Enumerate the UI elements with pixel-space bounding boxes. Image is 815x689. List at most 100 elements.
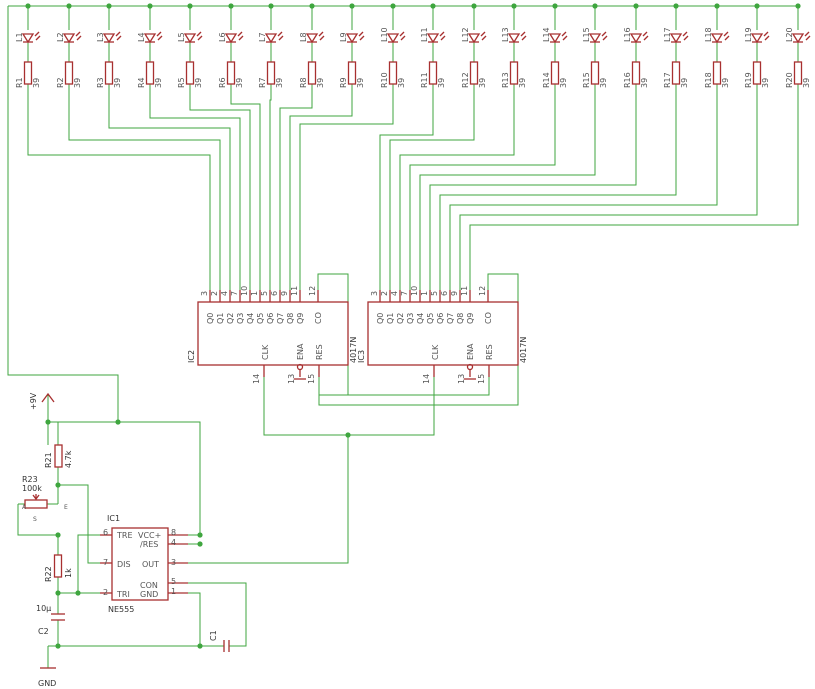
- counter-pin-label: Q2: [226, 313, 235, 324]
- counter-pin-label: Q4: [246, 313, 255, 324]
- counter-ic-part: 4017N: [519, 337, 528, 363]
- counter-pin-label: Q1: [386, 313, 395, 324]
- counter-output-trace: [68, 96, 221, 290]
- con-trace: [188, 582, 247, 647]
- counter-output-trace: [399, 96, 515, 290]
- led-light-arrow: [561, 31, 567, 37]
- counter-res-label: RES: [485, 344, 494, 360]
- resistor-label: R13: [501, 72, 510, 88]
- counter-pin-label: Q5: [256, 313, 265, 324]
- timer-labels: IC1 NE555 TRE VCC+ /RES DIS OUT CON TRI …: [103, 514, 176, 614]
- junction-dot: [633, 3, 639, 9]
- resistor-value: 39: [235, 78, 244, 88]
- resistor-value: 39: [356, 78, 365, 88]
- resistor-value: 39: [73, 78, 82, 88]
- led-light-arrow: [197, 35, 203, 41]
- resistor-value: 39: [275, 78, 284, 88]
- resistor-label: R17: [663, 72, 672, 88]
- counter-ena-label: ENA: [466, 343, 475, 360]
- counter-output-trace: [189, 96, 251, 290]
- counter-pin-label: Q6: [436, 313, 445, 324]
- counter-output-trace: [389, 96, 475, 290]
- resistor-label: R7: [258, 77, 267, 88]
- resistor-label: R10: [380, 72, 389, 88]
- ic1-num-6: 6: [103, 528, 108, 537]
- counter-ic-name: IC2: [187, 350, 196, 363]
- junction-dot: [66, 3, 72, 9]
- counter-pin-number: 10: [410, 286, 419, 296]
- counter-ic-body: [197, 301, 349, 366]
- counter-ena-label: ENA: [296, 343, 305, 360]
- counter-pin-number: 11: [460, 286, 469, 296]
- led-label: L4: [137, 32, 146, 42]
- resistor-label: R18: [704, 72, 713, 88]
- led-label: L15: [582, 27, 591, 42]
- tre-trace: [77, 534, 100, 593]
- carry-out-trace: [317, 273, 349, 396]
- junction-dot: [430, 3, 436, 9]
- led-light-arrow: [157, 35, 163, 41]
- led-light-arrow: [521, 35, 527, 41]
- counter-pin-number: 9: [280, 291, 289, 296]
- resistor-value: 39: [680, 78, 689, 88]
- led-light-arrow: [602, 35, 608, 41]
- led-light-arrow: [319, 35, 325, 41]
- counter-pin-number: 10: [240, 286, 249, 296]
- junction-dot: [75, 590, 81, 596]
- counter-ic-part: 4017N: [349, 337, 358, 363]
- led-light-arrow: [480, 31, 486, 37]
- led-light-arrow: [75, 31, 81, 37]
- counter-pin-number: 3: [200, 291, 209, 296]
- counter-res-number: 15: [477, 374, 486, 384]
- resistor-symbol: [428, 61, 438, 85]
- counter-pin-label: CO: [484, 312, 493, 324]
- counter-output-trace: [27, 96, 211, 290]
- counter-pin-number: 1: [420, 291, 429, 296]
- junction-dot: [592, 3, 598, 9]
- ic1-pin-tri: TRI: [116, 590, 130, 599]
- resistor-label: R14: [542, 72, 551, 88]
- led-label: L11: [420, 27, 429, 42]
- led-symbol: [102, 33, 116, 44]
- c2-value: 10µ: [36, 604, 51, 613]
- led-light-arrow: [520, 31, 526, 37]
- ic1-num-2: 2: [103, 588, 108, 597]
- resistor-symbol: [307, 61, 317, 85]
- r22-name: R22: [44, 566, 53, 582]
- resistor-symbol: [226, 61, 236, 85]
- resistor-value: 39: [316, 78, 325, 88]
- led-symbol: [750, 33, 764, 44]
- r23-pin-a: A: [22, 504, 27, 511]
- resistor-symbol: [23, 61, 33, 85]
- resistor-value: 39: [802, 78, 811, 88]
- led-light-arrow: [156, 31, 162, 37]
- led-label: L6: [218, 32, 227, 42]
- resistor-value: 39: [518, 78, 527, 88]
- counter-pin-number: 11: [290, 286, 299, 296]
- clock-bus: [263, 377, 435, 436]
- counter-ena-bubble: [466, 363, 474, 371]
- counter-pin-number: 2: [210, 291, 219, 296]
- counter-pin-number: 4: [390, 291, 399, 296]
- led-label: L3: [96, 32, 105, 42]
- counter-output-trace: [469, 96, 799, 290]
- resistor-value: 39: [640, 78, 649, 88]
- resistor-value: 39: [154, 78, 163, 88]
- led-light-arrow: [562, 35, 568, 41]
- counter-pin-number: 6: [440, 291, 449, 296]
- resistor-label: R5: [177, 77, 186, 88]
- led-label: L5: [177, 32, 186, 42]
- led-symbol: [548, 33, 562, 44]
- led-symbol: [386, 33, 400, 44]
- counter-pin-label: Q9: [466, 313, 475, 324]
- counter-pin-label: Q7: [446, 313, 455, 324]
- resistor-label: R9: [339, 77, 348, 88]
- resistor-symbol: [53, 554, 63, 578]
- led-label: L2: [56, 32, 65, 42]
- counter-clk-label: CLK: [431, 344, 440, 360]
- junction-dot: [268, 3, 274, 9]
- counter-pin-number: 5: [430, 291, 439, 296]
- counter-ena-number: 13: [287, 374, 296, 384]
- r21-value: 4.7k: [64, 450, 73, 468]
